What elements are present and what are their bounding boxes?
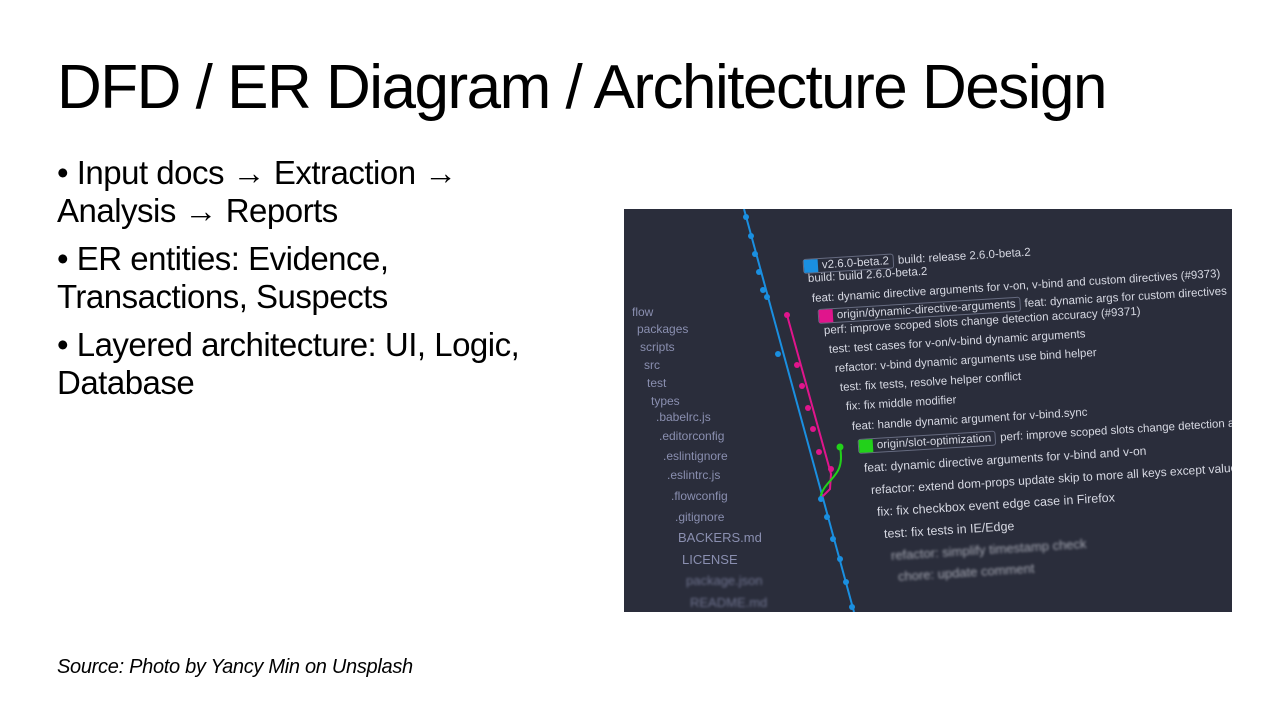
file-item: BACKERS.md <box>678 530 762 545</box>
bullet-item: • ER entities: Evidence, Transactions, S… <box>57 240 389 315</box>
main-branch-line <box>743 209 855 612</box>
slide-title: DFD / ER Diagram / Architecture Design <box>57 53 1108 122</box>
file-item: flow <box>632 305 654 319</box>
file-item: .flowconfig <box>671 489 728 503</box>
branch-graph <box>743 209 855 612</box>
file-item: src <box>644 358 660 372</box>
pink-commit-dots <box>784 312 834 472</box>
file-item: README.md <box>690 595 768 610</box>
bullet-item: • Layered architecture: UI, Logic, Datab… <box>57 326 520 401</box>
branch-icon <box>858 439 874 453</box>
git-history-photo: flow packages scripts src test types .ba… <box>624 209 1232 612</box>
tag-icon <box>803 259 819 273</box>
file-item: test <box>647 376 667 390</box>
file-item: .eslintignore <box>663 449 728 463</box>
photo-credit: Source: Photo by Yancy Min on Unsplash <box>57 656 413 678</box>
file-item: .editorconfig <box>659 429 725 443</box>
file-item: scripts <box>640 340 675 354</box>
bullet-list: • Input docs → Extraction → Analysis → R… <box>57 154 577 412</box>
file-item: packages <box>637 322 689 336</box>
file-item: package.json <box>686 573 763 588</box>
bullet-item: • Input docs → Extraction → Analysis → R… <box>57 154 457 229</box>
file-item: .eslintrc.js <box>667 468 721 482</box>
file-item: LICENSE <box>682 552 738 567</box>
green-commit-dot <box>836 443 844 451</box>
green-branch-line <box>819 446 843 500</box>
file-item: types <box>651 394 680 408</box>
branch-icon <box>818 309 834 323</box>
file-item: .gitignore <box>675 510 725 524</box>
main-commit-dots <box>743 214 855 610</box>
file-item: .babelrc.js <box>656 410 711 424</box>
